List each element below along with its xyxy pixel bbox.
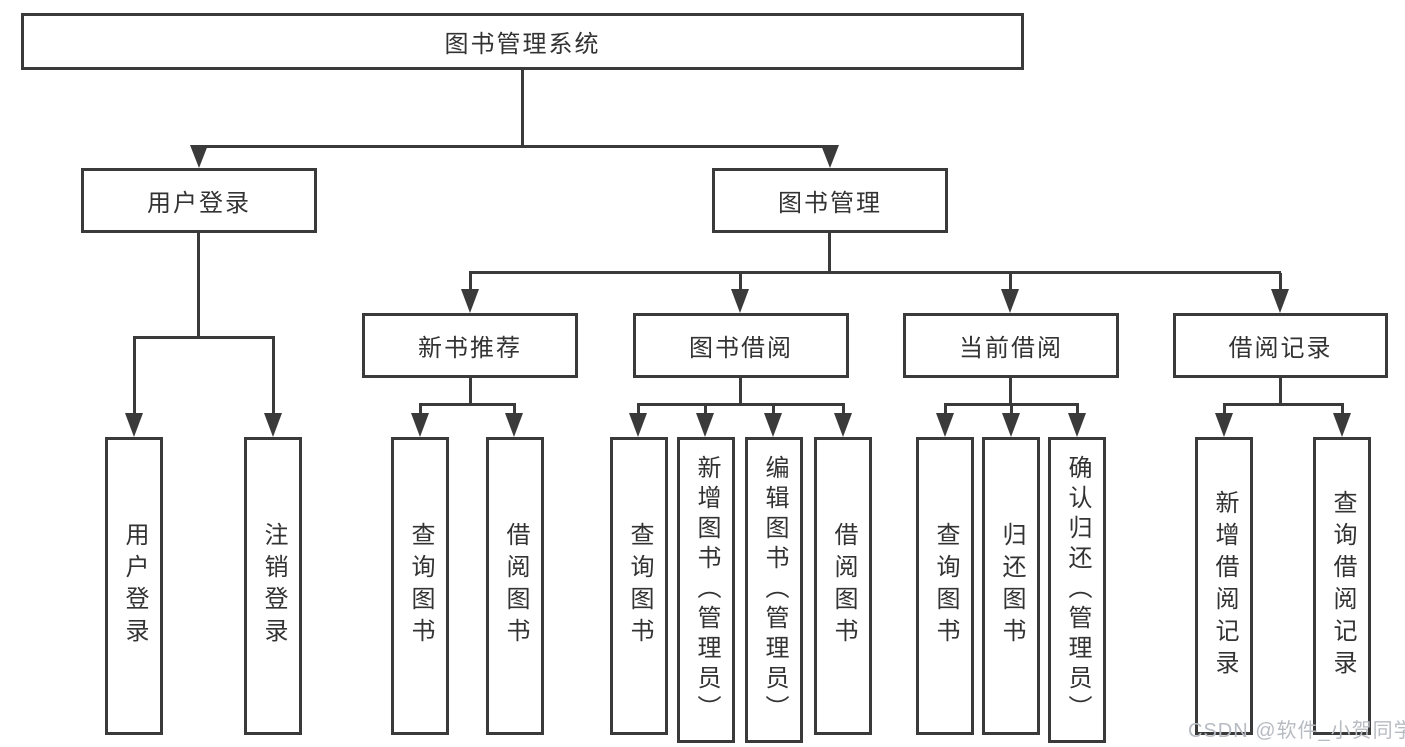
arrow-down-icon: [1068, 413, 1086, 437]
connector-line: [772, 405, 775, 413]
node-root-label: 图书管理系统: [444, 31, 601, 58]
leaf-query-books-recommend: 查询图书: [391, 437, 449, 735]
leaf-add-borrow-record-label: 新增借阅记录: [1211, 490, 1238, 682]
arrow-down-icon: [411, 413, 429, 437]
leaf-add-book-admin-label: 新增图书（管理员）: [693, 455, 720, 725]
connector-line: [1223, 403, 1344, 406]
arrow-down-icon: [461, 289, 479, 313]
arrow-down-icon: [1215, 413, 1233, 437]
connector-line: [1279, 273, 1282, 291]
node-user-login-label: 用户登录: [147, 190, 251, 217]
connector-line: [521, 68, 524, 147]
leaf-return-book-label: 归还图书: [998, 522, 1025, 650]
csdn-watermark: CSDN @软件_小贺同学: [1188, 720, 1405, 742]
connector-line: [842, 405, 845, 413]
leaf-borrow-books: 借阅图书: [814, 437, 872, 735]
connector-line: [739, 376, 742, 405]
leaf-logout-label: 注销登录: [260, 522, 287, 650]
connector-line: [828, 231, 831, 273]
connector-line: [1341, 405, 1344, 413]
connector-line: [739, 273, 742, 291]
leaf-query-borrow-record-label: 查询借阅记录: [1329, 490, 1356, 682]
arrow-down-icon: [1001, 289, 1019, 313]
leaf-confirm-return-admin: 确认归还（管理员）: [1048, 437, 1106, 743]
node-current-borrow-label: 当前借阅: [959, 335, 1063, 362]
connector-line: [1009, 376, 1012, 405]
connector-line: [704, 405, 707, 413]
node-book-management: 图书管理: [712, 168, 948, 233]
leaf-add-book-admin: 新增图书（管理员）: [677, 437, 735, 743]
arrow-down-icon: [936, 413, 954, 437]
arrow-down-icon: [821, 145, 839, 168]
leaf-query-books-recommend-label: 查询图书: [407, 522, 434, 650]
connector-line: [197, 231, 200, 338]
arrow-down-icon: [731, 289, 749, 313]
connector-line: [1010, 405, 1013, 413]
leaf-query-borrow-record: 查询借阅记录: [1313, 437, 1371, 735]
arrow-down-icon: [1271, 289, 1289, 313]
connector-line: [469, 273, 472, 291]
leaf-edit-book-admin-label: 编辑图书（管理员）: [761, 455, 788, 725]
node-user-login: 用户登录: [81, 168, 317, 233]
leaf-logout: 注销登录: [244, 437, 302, 735]
leaf-return-book: 归还图书: [982, 437, 1040, 735]
leaf-query-books-current: 查询图书: [916, 437, 974, 735]
node-new-book-recommend: 新书推荐: [362, 313, 578, 378]
node-borrow-records-label: 借阅记录: [1228, 335, 1333, 362]
arrow-down-icon: [1333, 413, 1351, 437]
connector-line: [197, 145, 833, 148]
connector-line: [513, 405, 516, 413]
arrow-down-icon: [264, 413, 282, 437]
leaf-borrow-books-recommend: 借阅图书: [486, 437, 544, 735]
leaf-query-books-borrow-label: 查询图书: [626, 522, 653, 650]
connector-line: [944, 403, 1079, 406]
node-new-book-recommend-label: 新书推荐: [418, 335, 522, 362]
arrow-down-icon: [505, 413, 523, 437]
leaf-borrow-books-recommend-label: 借阅图书: [502, 522, 529, 650]
connector-line: [1279, 376, 1282, 405]
connector-line: [944, 405, 947, 413]
connector-line: [419, 403, 516, 406]
arrow-down-icon: [764, 413, 782, 437]
node-book-borrow-label: 图书借阅: [689, 335, 793, 362]
leaf-query-books-current-label: 查询图书: [932, 522, 959, 650]
connector-line: [272, 338, 275, 413]
leaf-edit-book-admin: 编辑图书（管理员）: [745, 437, 803, 743]
arrow-down-icon: [696, 413, 714, 437]
leaf-confirm-return-admin-label: 确认归还（管理员）: [1064, 455, 1091, 725]
connector-line: [133, 338, 136, 413]
connector-line: [133, 336, 275, 339]
node-book-borrow: 图书借阅: [633, 313, 849, 378]
arrow-down-icon: [125, 413, 143, 437]
node-book-management-label: 图书管理: [778, 190, 882, 217]
connector-line: [1009, 273, 1012, 291]
node-root: 图书管理系统: [21, 13, 1024, 70]
connector-line: [637, 405, 640, 413]
connector-line: [419, 405, 422, 413]
node-borrow-records: 借阅记录: [1173, 313, 1388, 378]
arrow-down-icon: [190, 145, 208, 168]
connector-line: [1076, 405, 1079, 413]
leaf-user-login: 用户登录: [105, 437, 163, 735]
arrow-down-icon: [1002, 413, 1020, 437]
leaf-query-books-borrow: 查询图书: [610, 437, 668, 735]
connector-line: [469, 376, 472, 405]
arrow-down-icon: [629, 413, 647, 437]
leaf-borrow-books-label: 借阅图书: [830, 522, 857, 650]
leaf-add-borrow-record: 新增借阅记录: [1195, 437, 1253, 735]
leaf-user-login-label: 用户登录: [121, 522, 148, 650]
connector-line: [1223, 405, 1226, 413]
connector-line: [469, 271, 1281, 274]
node-current-borrow: 当前借阅: [903, 313, 1119, 378]
connector-line: [637, 403, 845, 406]
arrow-down-icon: [834, 413, 852, 437]
